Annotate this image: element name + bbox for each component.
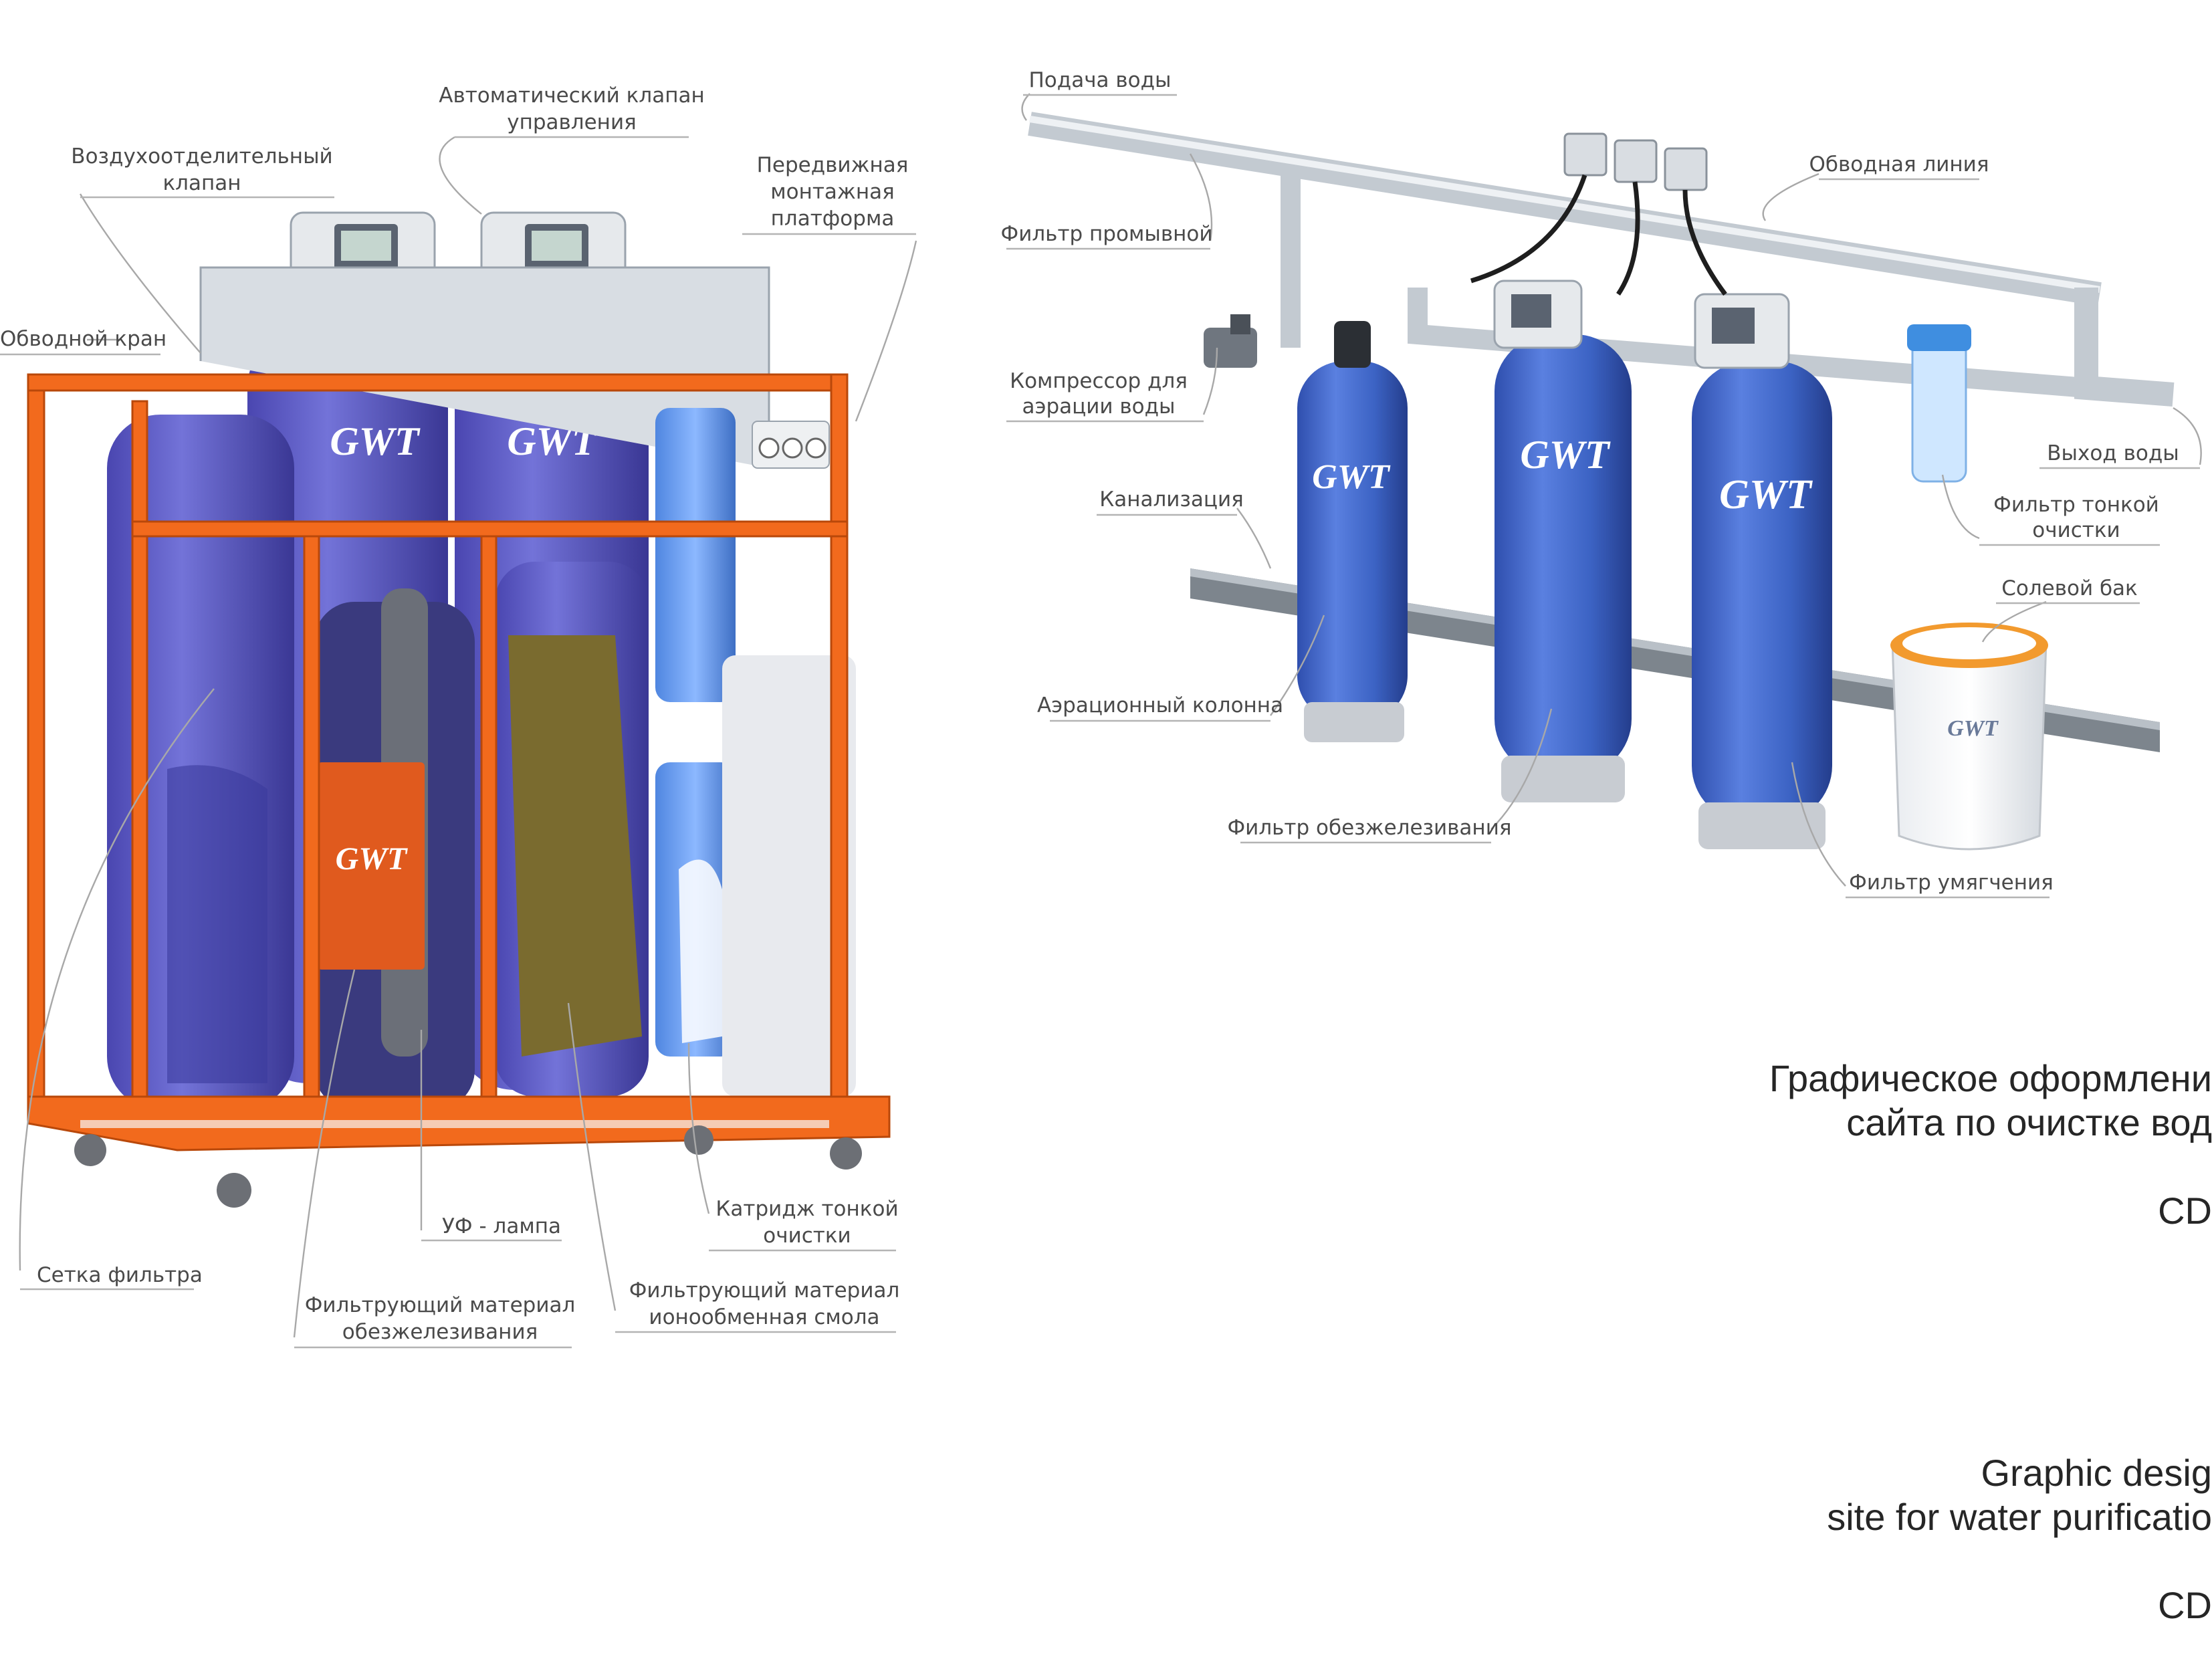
leader-salt-tank <box>1981 600 2047 643</box>
leader-resin-media <box>567 1002 617 1311</box>
fine-filter-housing <box>1907 324 1971 483</box>
front-tank-3 <box>495 562 649 1097</box>
label-resin-media-2: ионообменная смола <box>649 1305 879 1329</box>
leader-air-release <box>79 193 201 354</box>
label-fine-cartridge-2: очистки <box>763 1224 851 1248</box>
leader-fine-cartridge <box>687 1042 710 1214</box>
leader-water-out <box>2173 407 2202 465</box>
compressor <box>1204 314 1257 368</box>
power-sockets <box>1563 132 1708 191</box>
iron-filter-logo: GWT <box>1520 433 1611 477</box>
label-bypass-valve: Обводной кран <box>0 327 167 351</box>
label-water-supply: Подача воды <box>1028 68 1171 92</box>
leader-auto-valve <box>439 136 482 215</box>
uv-logo: GWT <box>336 841 408 877</box>
stationary-system-illustration: GWT GWT GWT GWT <box>1001 68 2202 899</box>
leader-filter-mesh <box>19 688 215 1271</box>
label-water-out: Выход воды <box>2047 441 2179 465</box>
label-aeration-column: Аэрационный колонна <box>1037 693 1283 717</box>
label-iron-filter: Фильтр обезжелезивания <box>1228 816 1512 840</box>
label-fine-filter-1: Фильтр тонкой <box>1993 493 2159 517</box>
leader-water-supply <box>1021 93 1030 121</box>
leader-sewer <box>1236 508 1272 569</box>
aeration-logo: GWT <box>1312 458 1391 496</box>
front-tank-2-uv: GWT <box>314 588 475 1110</box>
caption-en-line2: site for water purificatio <box>1827 1496 2212 1538</box>
label-salt-tank: Солевой бак <box>2001 576 2138 600</box>
label-air-release-1: Воздухоотделительный <box>71 144 332 169</box>
label-fine-filter-2: очистки <box>2032 518 2120 542</box>
leader-bypass-line <box>1762 173 1819 221</box>
label-platform-2: монтажная <box>770 180 895 204</box>
label-filter-mesh: Сетка фильтра <box>37 1263 203 1287</box>
softening-logo: GWT <box>1719 472 1813 518</box>
leader-softening <box>1791 762 1846 887</box>
label-auto-valve-1: Автоматический клапан <box>439 84 704 108</box>
salt-tank: GWT <box>1890 623 2048 851</box>
label-platform-1: Передвижная <box>757 153 909 177</box>
cable-2 <box>1616 181 1640 296</box>
tank-logo-left: GWT <box>330 419 421 463</box>
softening-filter-tank: GWT <box>1692 293 1832 849</box>
iron-filter-tank: GWT <box>1493 280 1632 802</box>
caption-ru-line2: сайта по очистке вод <box>1846 1101 2212 1143</box>
aeration-column: GWT <box>1297 321 1408 742</box>
label-air-release-2: клапан <box>162 171 241 195</box>
label-softening-filter: Фильтр умягчения <box>1849 871 2054 895</box>
label-uv-lamp: УФ - лампа <box>442 1214 561 1238</box>
caption-en-tag: CD <box>2158 1584 2212 1626</box>
label-bypass-line: Обводная линия <box>1809 152 1989 177</box>
label-compressor-2: аэрации воды <box>1022 395 1175 419</box>
cable-1 <box>1470 174 1587 284</box>
gauge-panel <box>752 421 830 469</box>
label-iron-media-1: Фильтрующий материал <box>305 1293 576 1317</box>
leader-wash-filter <box>1189 153 1213 241</box>
label-auto-valve-2: управления <box>507 110 637 134</box>
supply-pipe <box>1028 112 2175 407</box>
orange-frame <box>27 373 891 1151</box>
caption-en-line1: Graphic desig <box>1981 1452 2212 1494</box>
leader-iron-filter <box>1490 708 1553 830</box>
cartridge-lower <box>655 762 736 1057</box>
front-tank-1 <box>107 415 294 1110</box>
mobile-platform-illustration: GWT GWT GWT <box>0 84 917 1349</box>
leader-fine-filter <box>1941 474 1980 540</box>
wheels <box>74 1125 862 1208</box>
top-pipe <box>199 266 770 468</box>
caption-ru-tag: CD <box>2158 1190 2212 1232</box>
caption-ru-line1: Графическое оформлени <box>1769 1057 2212 1099</box>
cartridge-upper <box>655 408 736 702</box>
leader-iron-media <box>293 969 356 1338</box>
label-resin-media-1: Фильтрующий материал <box>629 1279 900 1303</box>
leader-aeration <box>1270 615 1325 716</box>
captions: Графическое оформлени сайта по очистке в… <box>1769 1057 2212 1626</box>
label-sewer: Канализация <box>1099 487 1244 512</box>
salt-box-bg <box>722 655 856 1097</box>
label-compressor-1: Компрессор для <box>1010 369 1188 393</box>
label-wash-filter: Фильтр промывной <box>1001 222 1213 246</box>
cable-3 <box>1682 189 1727 296</box>
label-fine-cartridge-1: Катридж тонкой <box>715 1197 898 1221</box>
label-platform-3: платформа <box>771 207 895 231</box>
label-iron-media-2: обезжелезивания <box>342 1320 538 1344</box>
salt-tank-logo: GWT <box>1947 716 1999 741</box>
leader-platform <box>855 240 917 422</box>
leader-compressor <box>1202 347 1218 415</box>
